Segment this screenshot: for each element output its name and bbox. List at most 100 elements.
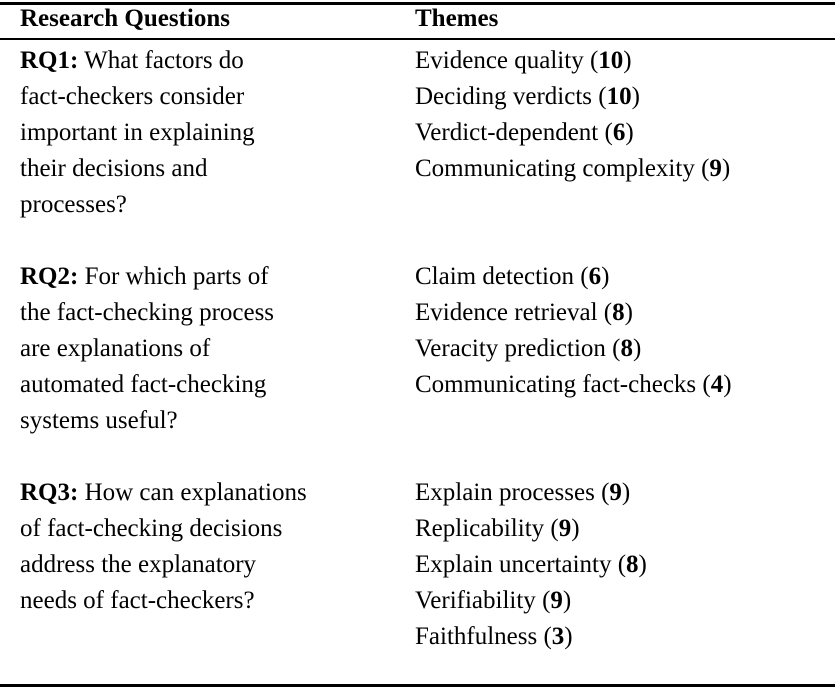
- table-row: RQ2: For which parts of the fact-checking…: [0, 259, 835, 439]
- research-question-line: RQ3: How can explanations: [20, 475, 415, 511]
- theme-count: 9: [609, 479, 622, 506]
- theme-name: Evidence retrieval: [415, 299, 598, 326]
- theme-count-close-paren: ): [632, 335, 642, 362]
- theme-name: Replicability: [415, 515, 545, 542]
- theme-count-open-paren: (: [543, 623, 552, 650]
- theme-count-close-paren: ): [638, 551, 647, 578]
- theme-item: Replicability (9): [415, 511, 835, 547]
- theme-count-open-paren: (: [550, 515, 559, 542]
- theme-item: Faithfulness (3): [415, 619, 835, 655]
- research-question-line-text: For which parts of: [84, 263, 269, 290]
- theme-item: Evidence retrieval (8): [415, 295, 835, 331]
- cell-research-question: RQ1: What factors do fact-checkers consid…: [0, 43, 415, 223]
- research-question-label: RQ2:: [20, 263, 79, 290]
- column-header-themes: Themes: [415, 5, 499, 32]
- cell-research-question: RQ2: For which parts of the fact-checking…: [0, 259, 415, 439]
- research-question-text: RQ3: How can explanations of fact-checkin…: [20, 475, 415, 619]
- table-rows-container: RQ1: What factors do fact-checkers consid…: [0, 43, 835, 655]
- theme-item: Explain processes (9): [415, 475, 835, 511]
- theme-name: Explain processes: [415, 479, 595, 506]
- theme-name: Explain uncertainty: [415, 551, 612, 578]
- research-question-line-text: of fact-checking decisions: [20, 515, 283, 542]
- theme-count-close-paren: ): [571, 515, 580, 542]
- table-bottom-rule: [0, 684, 835, 687]
- theme-name: Faithfulness: [415, 623, 538, 650]
- research-question-line-text: What factors do: [84, 47, 244, 74]
- theme-count-close-paren: ): [723, 371, 732, 398]
- theme-count-open-paren: (: [603, 299, 613, 326]
- research-question-line-text: automated fact-checking: [20, 371, 267, 398]
- theme-count: 10: [598, 47, 624, 74]
- research-question-line: RQ2: For which parts of: [20, 259, 415, 295]
- theme-count-open-paren: (: [612, 335, 621, 362]
- theme-count-close-paren: ): [621, 479, 631, 506]
- theme-count: 8: [620, 335, 633, 362]
- theme-count-close-paren: ): [564, 623, 573, 650]
- theme-count: 9: [558, 515, 572, 542]
- table-header-row: Research Questions Themes: [0, 0, 835, 38]
- theme-count-open-paren: (: [701, 155, 710, 182]
- column-header-research-questions: Research Questions: [20, 5, 230, 32]
- research-question-line: processes?: [20, 187, 415, 223]
- research-question-line: of fact-checking decisions: [20, 511, 415, 547]
- research-question-label: RQ1:: [20, 47, 79, 74]
- table-header-rule: [0, 38, 835, 40]
- research-question-line-text: fact-checkers consider: [20, 83, 245, 110]
- theme-count-close-paren: ): [625, 119, 634, 146]
- header-cell-questions: Research Questions: [0, 0, 415, 38]
- research-question-label: RQ3:: [20, 479, 79, 506]
- research-question-text: RQ2: For which parts of the fact-checking…: [20, 259, 415, 439]
- research-question-line: fact-checkers consider: [20, 79, 415, 115]
- themes-list: Evidence quality (10)Deciding verdicts (…: [415, 43, 835, 187]
- themes-list: Claim detection (6)Evidence retrieval (8…: [415, 259, 835, 403]
- theme-name: Evidence quality: [415, 47, 584, 74]
- cell-themes: Claim detection (6)Evidence retrieval (8…: [415, 259, 835, 403]
- theme-count-close-paren: ): [623, 47, 632, 74]
- research-question-line: are explanations of: [20, 331, 415, 367]
- theme-count-close-paren: ): [631, 83, 640, 110]
- research-question-line-text: address the explanatory: [20, 551, 257, 578]
- table-top-rule: [0, 2, 835, 5]
- theme-item: Verifiability (9): [415, 583, 835, 619]
- theme-count-open-paren: (: [702, 371, 711, 398]
- theme-count: 8: [612, 299, 625, 326]
- cell-themes: Evidence quality (10)Deciding verdicts (…: [415, 43, 835, 187]
- research-question-line: important in explaining: [20, 115, 415, 151]
- research-question-line: automated fact-checking: [20, 367, 415, 403]
- cell-themes: Explain processes (9)Replicability (9)Ex…: [415, 475, 835, 655]
- theme-name: Claim detection: [415, 263, 574, 290]
- research-question-line-text: the fact-checking process: [20, 299, 275, 326]
- theme-count-open-paren: (: [580, 263, 589, 290]
- research-question-line: RQ1: What factors do: [20, 43, 415, 79]
- theme-count-open-paren: (: [604, 119, 613, 146]
- theme-count: 6: [612, 119, 626, 146]
- theme-count-open-paren: (: [617, 551, 627, 578]
- research-question-line-text: needs of fact-checkers?: [20, 587, 255, 614]
- theme-name: Verifiability: [415, 587, 536, 614]
- research-question-text: RQ1: What factors do fact-checkers consid…: [20, 43, 415, 223]
- research-question-line-text: important in explaining: [20, 119, 255, 146]
- theme-count-close-paren: ): [601, 263, 610, 290]
- research-question-line: needs of fact-checkers?: [20, 583, 415, 619]
- theme-count: 9: [709, 155, 722, 182]
- theme-count-open-paren: (: [542, 587, 551, 614]
- block-separator-gap: [0, 439, 835, 475]
- theme-count-open-paren: (: [598, 83, 607, 110]
- research-question-line-text: their decisions and: [20, 155, 208, 182]
- table-body: Research Questions Themes RQ1: What fact…: [0, 0, 835, 655]
- table-row: RQ3: How can explanations of fact-checkin…: [0, 475, 835, 655]
- theme-name: Veracity prediction: [415, 335, 606, 362]
- theme-count-close-paren: ): [624, 299, 633, 326]
- theme-count: 8: [626, 551, 639, 578]
- theme-count-close-paren: ): [562, 587, 572, 614]
- theme-item: Explain uncertainty (8): [415, 547, 835, 583]
- theme-item: Communicating complexity (9): [415, 151, 835, 187]
- theme-item: Claim detection (6): [415, 259, 835, 295]
- theme-item: Evidence quality (10): [415, 43, 835, 79]
- theme-item: Verdict-dependent (6): [415, 115, 835, 151]
- research-question-line: the fact-checking process: [20, 295, 415, 331]
- theme-count-open-paren: (: [589, 47, 599, 74]
- header-cell-themes: Themes: [415, 0, 835, 38]
- theme-count: 6: [588, 263, 602, 290]
- theme-item: Veracity prediction (8): [415, 331, 835, 367]
